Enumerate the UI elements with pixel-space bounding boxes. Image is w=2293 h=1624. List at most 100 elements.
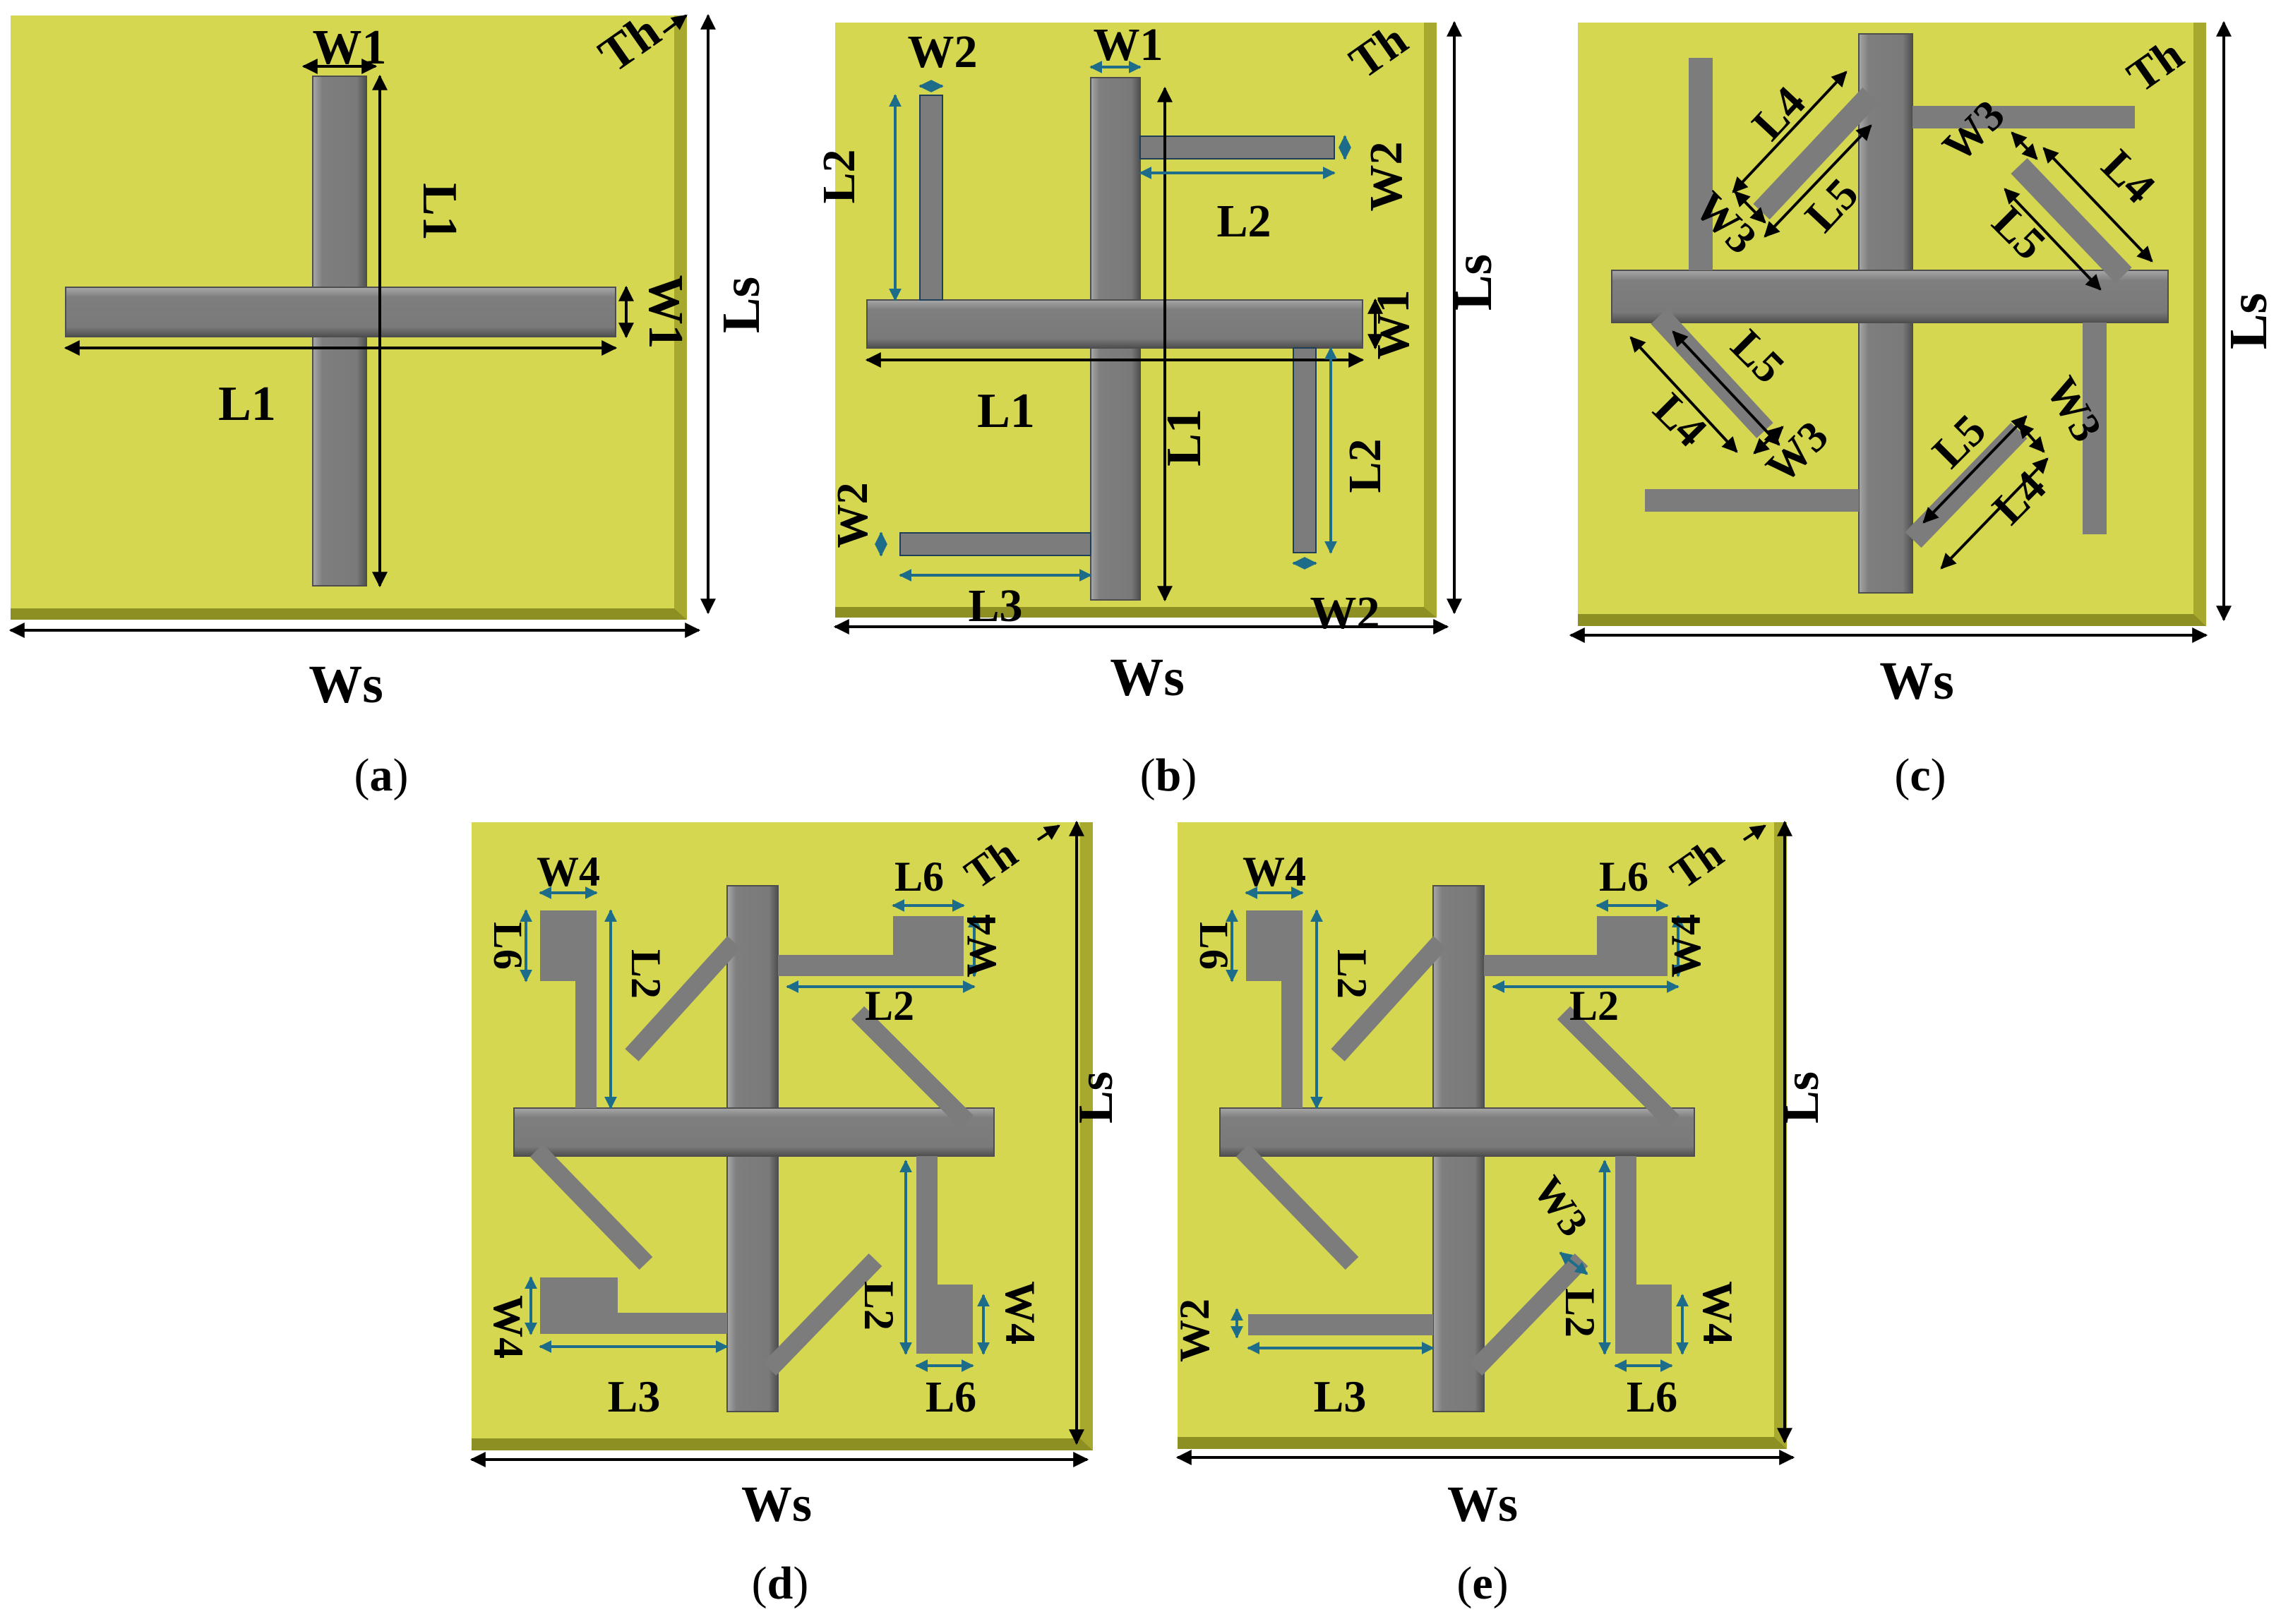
caption-b: (b) bbox=[1140, 750, 1197, 801]
label-ws: Ws bbox=[1447, 1476, 1518, 1532]
label-l2-top: L2 bbox=[1216, 196, 1271, 247]
label-l1-horizontal: L1 bbox=[977, 384, 1035, 438]
diag-top-left bbox=[1331, 936, 1447, 1061]
label-w2-right: W2 bbox=[1360, 142, 1412, 212]
label-l3: L3 bbox=[1314, 1371, 1367, 1421]
horizontal-strip bbox=[866, 299, 1363, 349]
stub-top-right bbox=[1139, 136, 1335, 160]
caption-c: (c) bbox=[1894, 750, 1946, 801]
patch-cross bbox=[866, 77, 1363, 601]
label-l1-horizontal: L1 bbox=[218, 377, 276, 431]
label-ls: Ls bbox=[1775, 1071, 1829, 1124]
panel-d: W4 L6 L2 L6 Th W4 L2 W4 L3 L2 W4 L6 Ls W… bbox=[469, 820, 1123, 1609]
label-l6-top-right: L6 bbox=[894, 853, 944, 900]
label-ls: Ls bbox=[2219, 293, 2278, 349]
label-ls: Ls bbox=[712, 277, 771, 333]
label-l6-top-right: L6 bbox=[1599, 853, 1648, 900]
patch-cross bbox=[513, 885, 995, 1412]
panel-e: W4 L6 L2 L6 Th W4 L2 W3 W2 L3 L2 W4 L6 L… bbox=[1171, 820, 1829, 1609]
label-ws: Ws bbox=[741, 1476, 812, 1532]
dimension-arrows bbox=[1569, 20, 2232, 643]
diag-top-right bbox=[1557, 1006, 1680, 1129]
label-l3: L3 bbox=[968, 580, 1022, 632]
stub-top-left bbox=[1281, 910, 1303, 1108]
finger-top-right bbox=[1912, 106, 2135, 128]
label-l6-bottom-right: L6 bbox=[926, 1373, 976, 1421]
horizontal-strip bbox=[1219, 1107, 1695, 1157]
label-w2-top: W2 bbox=[908, 26, 978, 78]
pad-top-right bbox=[893, 916, 964, 955]
stub-bottom-left bbox=[540, 1313, 727, 1334]
label-l6-top-left: L6 bbox=[485, 922, 531, 970]
label-l2-right: L2 bbox=[1339, 438, 1391, 493]
panel-a: W1 Th L1 W1 L1 Ls Ws (a) bbox=[8, 4, 771, 801]
label-w4-top-left: W4 bbox=[1243, 848, 1306, 895]
label-l6-bottom-right: L6 bbox=[1627, 1373, 1677, 1421]
stub-top-right bbox=[1484, 955, 1668, 976]
horizontal-strip bbox=[1611, 270, 2169, 323]
caption-d: (d) bbox=[752, 1558, 809, 1609]
label-l2-right: L2 bbox=[856, 1281, 902, 1330]
caption-e: (e) bbox=[1456, 1558, 1508, 1609]
label-ws: Ws bbox=[1879, 651, 1954, 711]
label-l2-left: L2 bbox=[813, 149, 865, 203]
label-w4-top-right: W4 bbox=[958, 914, 1005, 978]
diag-top-right bbox=[851, 1006, 974, 1129]
diag-bottom-left bbox=[1235, 1143, 1359, 1270]
diag-bottom-right bbox=[1468, 1253, 1588, 1376]
label-w4-top-left: W4 bbox=[537, 848, 600, 895]
label-l2-top: L2 bbox=[1569, 982, 1619, 1029]
stubs-and-pads bbox=[529, 910, 974, 1376]
label-w2-bottom: W2 bbox=[1310, 587, 1380, 639]
patch-cross bbox=[1611, 33, 2169, 594]
panel-b: W2 W1 Th L2 W2 L2 W1 L1 L1 L2 W2 L3 W2 L… bbox=[813, 13, 1503, 801]
pad-top-right bbox=[1597, 916, 1668, 955]
stub-bottom-left bbox=[1248, 1314, 1433, 1335]
stub-top-left bbox=[575, 910, 597, 1108]
dimension-arrows bbox=[469, 820, 1089, 1467]
label-ws: Ws bbox=[1110, 648, 1185, 707]
label-l2-right: L2 bbox=[1557, 1288, 1603, 1337]
label-ls: Ls bbox=[1444, 254, 1503, 311]
finger-bottom-right bbox=[2083, 323, 2107, 534]
stubs-and-pads bbox=[1235, 910, 1680, 1376]
label-l6-top-left: L6 bbox=[1191, 922, 1237, 970]
label-w1-top: W1 bbox=[1094, 19, 1163, 71]
dimension-arrows bbox=[8, 13, 716, 638]
dimension-arrows bbox=[833, 20, 1462, 634]
label-l2-top: L2 bbox=[865, 982, 914, 1029]
label-l1-vertical: L1 bbox=[1157, 409, 1211, 467]
label-l2-left: L2 bbox=[1329, 949, 1375, 999]
dimension-arrows bbox=[1175, 820, 1795, 1465]
label-w2-left: W2 bbox=[829, 483, 877, 548]
label-l1-vertical: L1 bbox=[412, 183, 467, 241]
finger-top-left bbox=[1689, 58, 1713, 270]
label-w2-bottom-left: W2 bbox=[1171, 1299, 1218, 1362]
label-w4-top-right: W4 bbox=[1663, 914, 1709, 978]
stub-top-left bbox=[919, 95, 943, 301]
patch-cross bbox=[65, 76, 616, 587]
label-w1-top: W1 bbox=[313, 20, 387, 75]
label-w1-side: W1 bbox=[638, 275, 693, 349]
label-w4-bottom-right: W4 bbox=[997, 1281, 1043, 1345]
pad-bottom-right bbox=[1615, 1285, 1672, 1354]
panel-c: Th L4 W3 L5 W3 L4 L5 L5 L4 W3 L5 W3 L4 L… bbox=[1569, 20, 2278, 801]
label-w1-side: W1 bbox=[1367, 290, 1419, 360]
label-ls: Ls bbox=[1069, 1071, 1123, 1124]
diag-bottom-right bbox=[762, 1253, 882, 1376]
horizontal-strip bbox=[65, 287, 616, 337]
label-w4-bottom-right: W4 bbox=[1694, 1281, 1741, 1345]
diag-top-left bbox=[625, 936, 741, 1061]
label-ws: Ws bbox=[309, 655, 383, 714]
finger-bottom-left bbox=[1645, 489, 1859, 512]
pad-bottom-right bbox=[916, 1285, 973, 1354]
stub-bottom-left bbox=[899, 532, 1091, 556]
stub-bottom-right bbox=[1293, 347, 1317, 553]
patch-cross bbox=[1219, 885, 1695, 1412]
stub-top-right bbox=[778, 955, 964, 976]
label-w4-bottom-left: W4 bbox=[485, 1295, 532, 1359]
diag-bottom-left bbox=[529, 1143, 653, 1270]
label-l3: L3 bbox=[608, 1371, 661, 1421]
caption-a: (a) bbox=[354, 750, 409, 801]
